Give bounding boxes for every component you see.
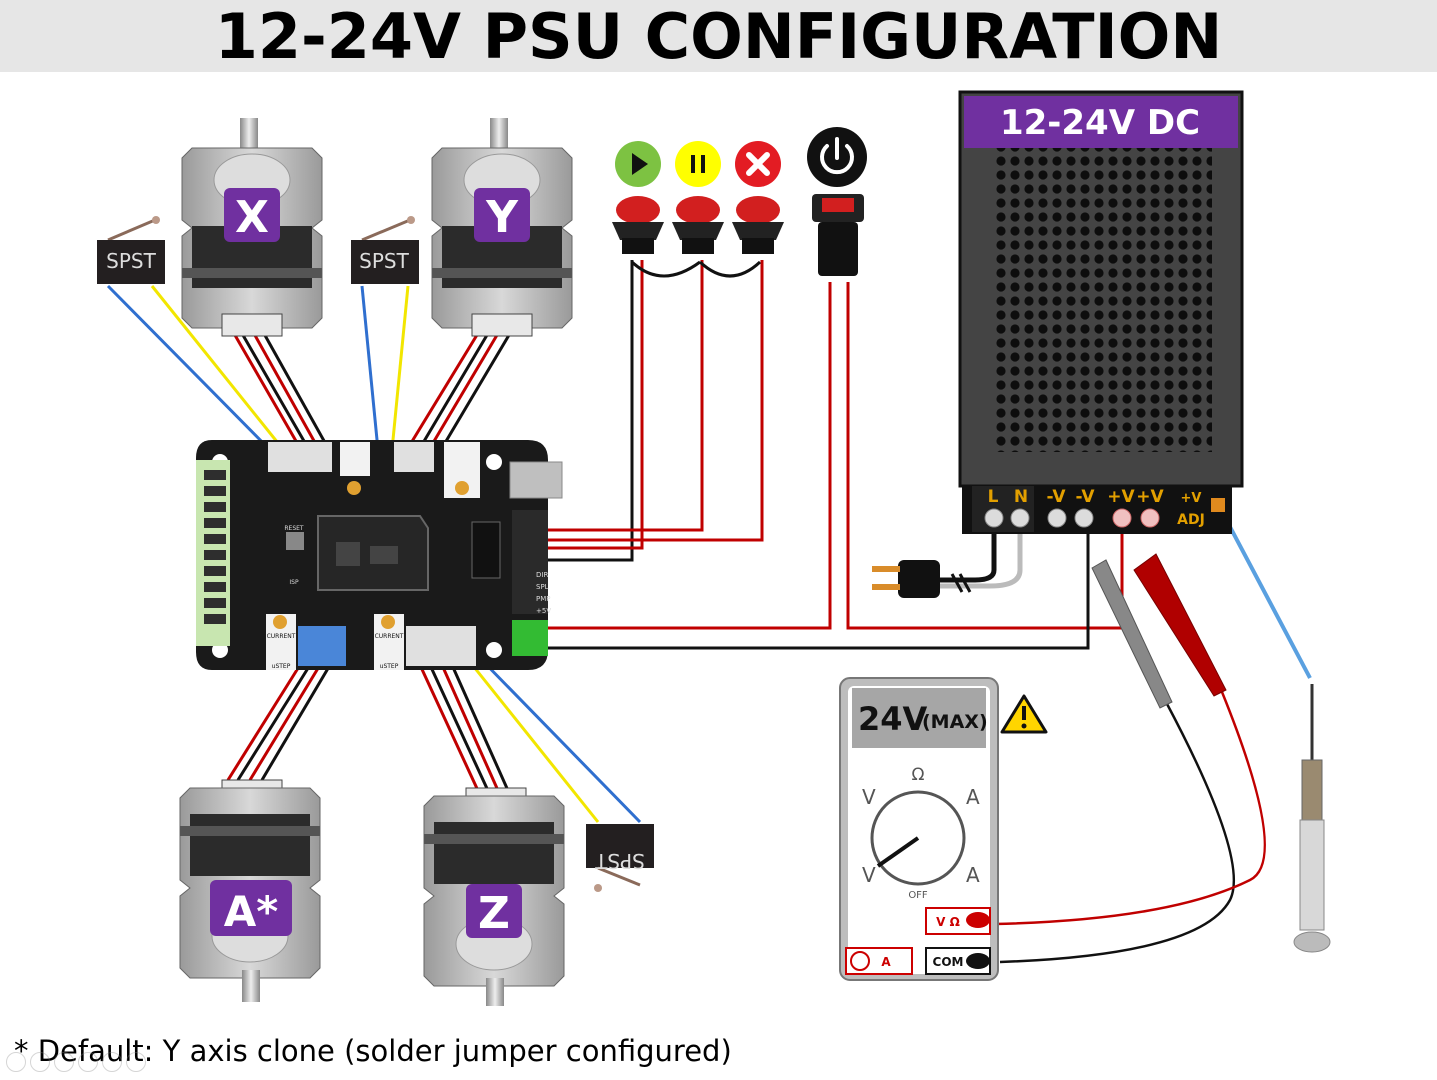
- psu-adj-top: +V: [1181, 491, 1202, 506]
- motor-y-label: Y: [485, 192, 519, 243]
- multimeter-range: 24V: [858, 700, 928, 738]
- nav-zoom-icon[interactable]: [102, 1052, 122, 1072]
- wires: [106, 260, 1312, 964]
- power-supply: [958, 90, 1244, 534]
- board-ustep-label-2: uSTEP: [380, 663, 399, 670]
- psu-terminal-neg-1: -V: [1047, 487, 1067, 507]
- stop-icon: [735, 141, 781, 187]
- nav-more-icon[interactable]: [126, 1052, 146, 1072]
- nav-pen-icon[interactable]: [54, 1052, 74, 1072]
- psu-terminal-pos-2: +V: [1136, 487, 1164, 507]
- multimeter-port-vohm: V Ω: [936, 915, 960, 929]
- spst-x-label: SPST: [106, 249, 156, 273]
- warning-icon: [1000, 694, 1048, 734]
- motor-z-label: Z: [478, 888, 510, 939]
- probe-black: [1091, 559, 1173, 709]
- spst-z-label: SPST: [594, 849, 644, 873]
- motor-z-badge: [466, 884, 522, 938]
- pause-icon: [675, 141, 721, 187]
- power-switch: [812, 194, 864, 276]
- pushbutton-start: [612, 196, 664, 254]
- board-ustep-label: uSTEP: [272, 663, 291, 670]
- psu-adj-bottom: ADJ: [1177, 512, 1205, 528]
- multimeter-off: OFF: [908, 890, 928, 901]
- pushbutton-stop: [732, 196, 784, 254]
- motor-a-label: A*: [224, 887, 279, 936]
- power-icon: [807, 127, 867, 187]
- board-header-dir: DIR: [536, 571, 548, 579]
- psu-terminal-pos-1: +V: [1107, 487, 1135, 507]
- motor-x-badge: [224, 188, 280, 242]
- multimeter-dc-a: A: [966, 863, 980, 887]
- multimeter: [839, 677, 999, 981]
- play-icon: [615, 141, 661, 187]
- spst-switch-x: [97, 216, 165, 284]
- multimeter-ac-v: V: [862, 785, 876, 809]
- spst-y-label: SPST: [359, 249, 409, 273]
- board-current-label: CURRENT: [267, 633, 296, 640]
- board-header-spl: SPL: [536, 583, 549, 591]
- pushbutton-pause: [672, 196, 724, 254]
- multimeter-range-suffix: (MAX): [922, 711, 988, 733]
- psu-terminal-neg-2: -V: [1076, 487, 1096, 507]
- motor-x-label: X: [235, 192, 269, 243]
- slide-nav-controls[interactable]: [6, 1052, 146, 1072]
- board-header-5v: +5V: [536, 607, 551, 615]
- multimeter-port-com: COM: [933, 955, 964, 969]
- board-header-pmp: PMP: [536, 595, 550, 603]
- multimeter-ohm: Ω: [912, 765, 925, 785]
- nav-prev-icon[interactable]: [6, 1052, 26, 1072]
- psu-terminal-l: L: [988, 487, 999, 507]
- nav-slides-icon[interactable]: [78, 1052, 98, 1072]
- psu-label: 12-24V DC: [1000, 103, 1200, 143]
- page-title: 12-24V PSU CONFIGURATION: [214, 0, 1223, 73]
- spst-switch-z: [586, 824, 654, 892]
- title-bar: [0, 0, 1437, 72]
- psu-terminal-n: N: [1014, 487, 1028, 507]
- multimeter-dc-v: V: [862, 863, 876, 887]
- nav-next-icon[interactable]: [30, 1052, 50, 1072]
- motor-y-badge: [474, 188, 530, 242]
- board-isp-label: ISP: [289, 579, 299, 586]
- board-current-label-2: CURRENT: [375, 633, 404, 640]
- screwdriver: [1293, 684, 1331, 953]
- ac-plug: [872, 560, 972, 598]
- multimeter-ac-a: A: [966, 785, 980, 809]
- motor-a-badge: [210, 880, 292, 936]
- probe-red: [1133, 553, 1227, 697]
- controller-board: [196, 440, 563, 670]
- multimeter-port-a: A: [881, 955, 891, 969]
- spst-switch-y: [351, 216, 419, 284]
- board-reset-label: RESET: [284, 525, 304, 532]
